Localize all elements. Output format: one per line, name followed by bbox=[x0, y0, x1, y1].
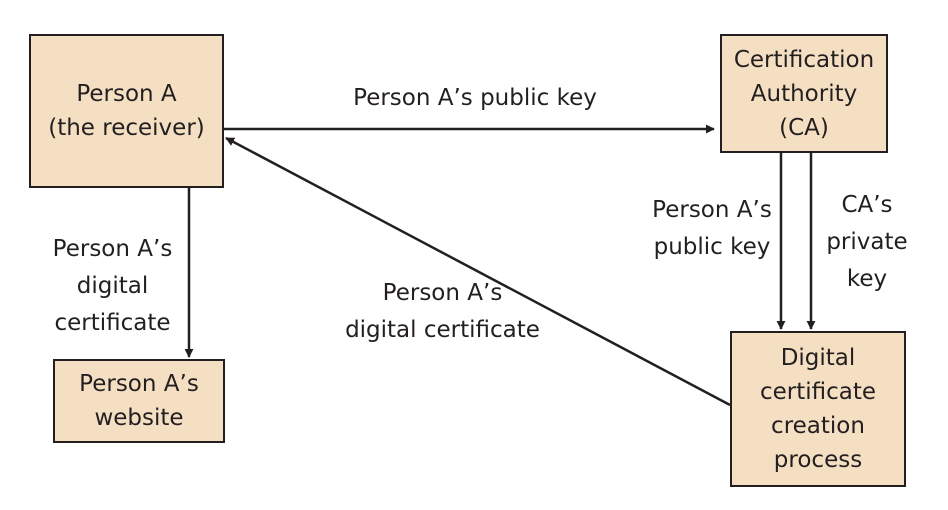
label-person-a-digital-certificate-diagonal: Person A’s digital certificate bbox=[320, 275, 565, 349]
label-a-to-website-line-2: digital bbox=[76, 273, 149, 299]
node-digital-certificate-creation-process: Digital certificate creation process bbox=[730, 331, 906, 487]
node-person-a-line-1: Person A bbox=[76, 81, 177, 107]
node-website-line-1: Person A’s bbox=[79, 371, 199, 397]
node-person-a: Person A (the receiver) bbox=[29, 34, 224, 188]
label-dcc-to-a-line-2: digital certificate bbox=[345, 317, 540, 343]
label-a-to-ca-line-1: Person A’s public key bbox=[353, 85, 597, 111]
label-ca-private-key: CA’s private key bbox=[812, 187, 922, 298]
node-person-a-website: Person A’s website bbox=[53, 359, 225, 443]
node-person-a-line-2: (the receiver) bbox=[48, 115, 205, 141]
label-ca-pub-line-2: public key bbox=[653, 234, 771, 260]
node-dcc-line-3: creation bbox=[771, 413, 865, 439]
label-ca-priv-line-3: key bbox=[846, 266, 888, 292]
label-a-to-website-line-1: Person A’s bbox=[52, 236, 173, 262]
label-ca-priv-line-1: CA’s bbox=[841, 192, 893, 218]
label-dcc-to-a-line-1: Person A’s bbox=[382, 280, 503, 306]
node-ca-line-2: Authority bbox=[750, 80, 858, 107]
node-website-line-2: website bbox=[94, 405, 184, 431]
node-certification-authority: Certification Authority (CA) bbox=[720, 34, 888, 153]
label-person-a-public-key-right: Person A’s public key bbox=[632, 192, 792, 266]
node-ca-line-3: (CA) bbox=[779, 114, 829, 141]
node-ca-line-1: Certification bbox=[733, 46, 875, 73]
label-ca-pub-line-1: Person A’s bbox=[652, 197, 772, 223]
label-person-a-public-key-top: Person A’s public key bbox=[305, 80, 645, 117]
node-dcc-line-4: process bbox=[773, 447, 863, 473]
arrow-dcc-to-person-a bbox=[225, 136, 731, 407]
label-a-to-website-line-3: certificate bbox=[54, 310, 171, 336]
label-ca-priv-line-2: private bbox=[826, 229, 908, 255]
label-person-a-digital-certificate-left: Person A’s digital certificate bbox=[30, 231, 195, 342]
node-dcc-line-2: certificate bbox=[759, 379, 877, 405]
node-dcc-line-1: Digital bbox=[780, 345, 856, 371]
